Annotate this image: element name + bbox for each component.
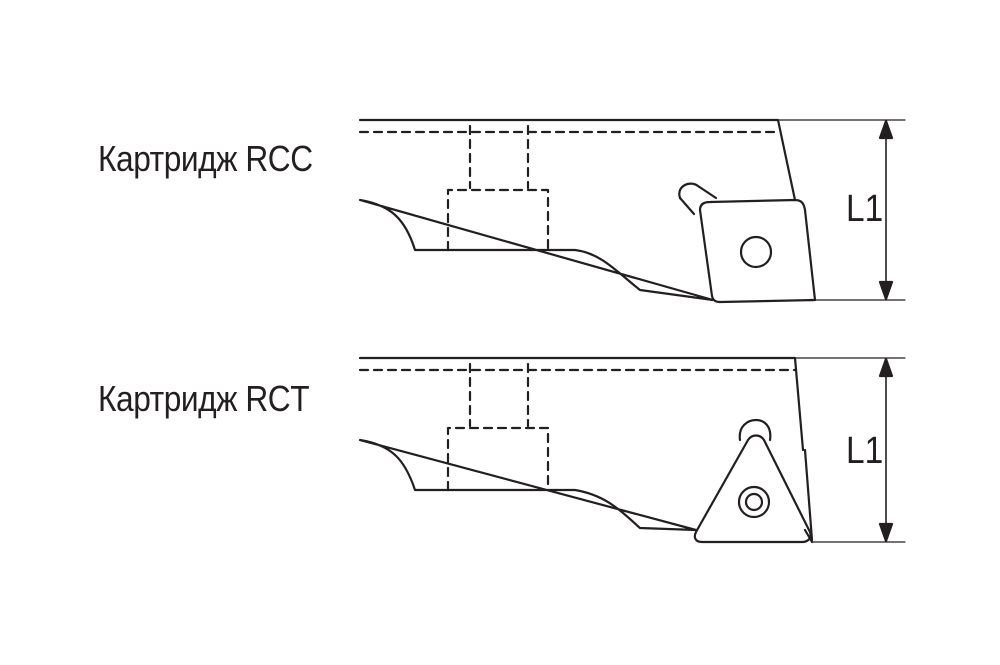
cartridge-rcc-hidden-lines xyxy=(358,124,782,252)
cartridge-rct-insert xyxy=(693,434,812,544)
cartridge-rct-dimension-label: L1 xyxy=(846,430,884,472)
cartridge-rcc-dimension-label: L1 xyxy=(846,188,884,230)
cartridge-rct-dimension xyxy=(794,357,906,543)
cartridge-rcc-insert xyxy=(698,198,817,304)
cartridge-rcc-label: Картридж RCC xyxy=(98,138,313,179)
cartridge-rct-clamp xyxy=(738,418,772,442)
cartridge-rcc-clamp xyxy=(678,182,718,216)
cartridge-rct-hidden-lines xyxy=(358,362,798,492)
cartridge-rct-label: Картридж RCT xyxy=(98,378,310,419)
cartridge-rcc-body xyxy=(358,118,815,302)
cartridge-rcc-dimension xyxy=(777,119,906,301)
